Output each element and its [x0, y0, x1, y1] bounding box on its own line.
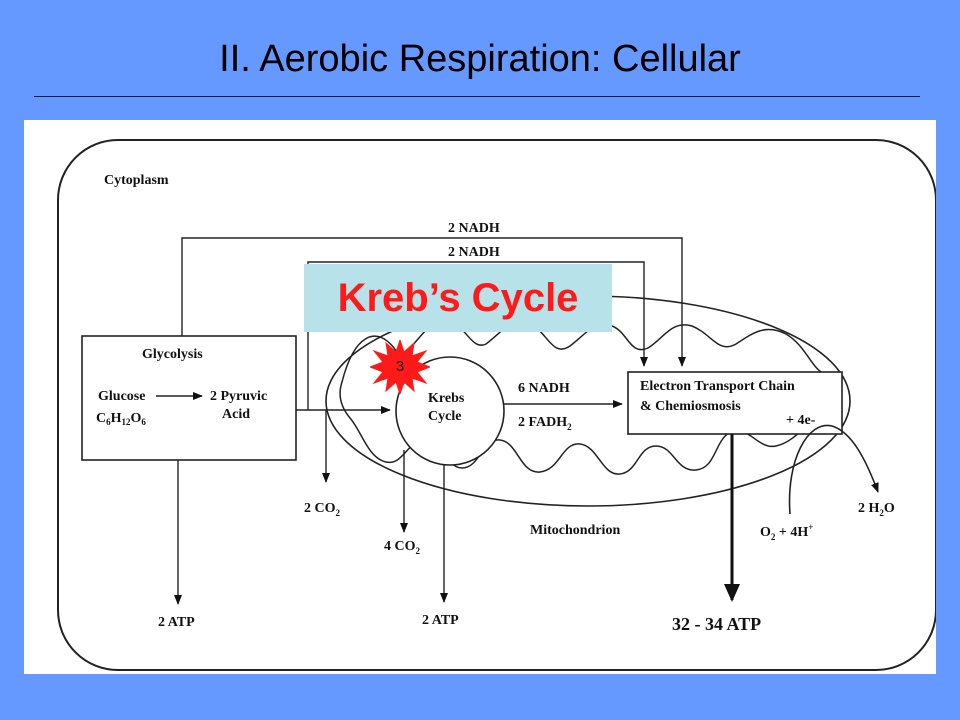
krebs-cycle-circle: [395, 356, 505, 466]
title-divider: [34, 96, 920, 97]
water-label: 2 H2O: [858, 501, 895, 518]
glucose-formula: C6H12O6: [96, 411, 146, 427]
nadh-label-1: 2 NADH: [448, 221, 500, 236]
nadh-label-2: 2 NADH: [448, 245, 500, 260]
electrons-label: + 4e-: [786, 413, 816, 428]
etc-label-1: Electron Transport Chain: [640, 379, 795, 394]
etc-box: [627, 371, 843, 435]
nadh-route-outer: [181, 237, 686, 367]
pyruvic-label-2: Acid: [222, 407, 250, 422]
step-badge: 3: [368, 338, 432, 396]
co2-2-label: 2 CO2: [304, 501, 341, 518]
pyruvic-label-1: 2 Pyruvic: [210, 389, 267, 404]
atp-krebs-label: 2 ATP: [422, 613, 459, 628]
co2-4-label: 4 CO2: [384, 539, 421, 556]
nadh-route-inner: [307, 261, 648, 410]
etc-label-2: & Chemiosmosis: [640, 399, 741, 414]
krebs-label-1: Krebs: [428, 391, 465, 406]
slide-title: II. Aerobic Respiration: Cellular: [219, 38, 741, 80]
atp-etc-label: 32 - 34 ATP: [672, 614, 761, 634]
krebs-label-2: Cycle: [428, 409, 461, 424]
respiration-diagram: Cytoplasm 2 NADH 2 NADH Glycolysis Gluco…: [24, 120, 936, 674]
cell-outline: [57, 139, 936, 671]
cytoplasm-label: Cytoplasm: [104, 173, 169, 188]
krebs-cycle-highlight: Kreb’s Cycle: [304, 264, 612, 332]
fadh-label: 2 FADH2: [518, 415, 572, 432]
atp-glycolysis-label: 2 ATP: [158, 615, 195, 630]
glucose-label: Glucose: [98, 389, 145, 404]
oxygen-to-water-arrow: [788, 424, 879, 515]
glycolysis-box: [81, 335, 297, 461]
step-badge-number: 3: [395, 358, 405, 375]
mitochondrion-label: Mitochondrion: [530, 523, 620, 538]
oxygen-hydrogen-label: O2 + 4H+: [760, 522, 813, 542]
nadh-6-label: 6 NADH: [518, 381, 570, 396]
glycolysis-title: Glycolysis: [142, 347, 203, 362]
diagram-svg: Cytoplasm 2 NADH 2 NADH Glycolysis Gluco…: [57, 139, 936, 671]
